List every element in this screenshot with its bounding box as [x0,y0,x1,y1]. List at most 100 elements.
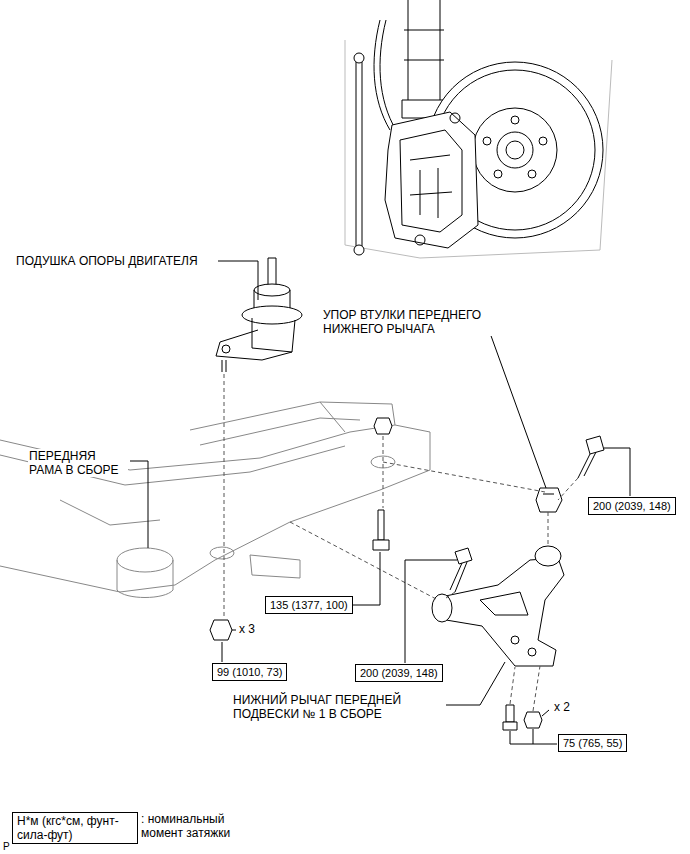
assembly-lines [446,592,455,598]
brake-assembly [345,40,612,258]
brake-assembly [450,113,460,123]
leader-lines [542,710,549,716]
brake-assembly [345,0,612,258]
fasteners [506,705,514,722]
part-name: УПОР ВТУЛКИ ПЕРЕДНЕГО НИЖНЕГО РЫЧАГА [322,308,509,336]
brake-assembly [415,235,425,245]
front-frame [0,446,345,485]
quantity: x 3 [238,622,256,636]
engine-mount [254,284,290,296]
lower-arm [436,558,564,666]
torque-value: 99 (1010, 73) [217,665,282,679]
fasteners [210,418,604,730]
engine-mount [242,306,302,324]
front-frame [60,500,160,525]
brake-assembly [528,170,536,178]
engine-mount [268,258,276,286]
part-name: ПОДУШКА ОПОРЫ ДВИГАТЕЛЯ [15,254,199,268]
fasteners [455,548,472,564]
fasteners [378,510,384,540]
brake-assembly [539,137,547,145]
quantity: x 2 [553,700,571,714]
figure-code: P [2,840,11,854]
torque-value: 75 (765, 55) [563,736,622,750]
lower-arm [535,546,561,566]
front-frame [0,425,430,592]
leader-lines [462,333,546,488]
brake-assembly [473,108,557,192]
assembly-lines [383,462,545,492]
brake-assembly [483,137,491,145]
brake-assembly [511,116,519,124]
part-name: НИЖНИЙ РЫЧАГ ПЕРЕДНЕЙ ПОДВЕСКИ № 1 В СБО… [232,693,419,721]
engine-mount [222,360,226,372]
fasteners [373,540,389,550]
leader-lines [222,642,223,662]
fasteners [210,620,232,640]
brake-assembly [354,245,364,255]
assembly-lines [558,478,578,500]
front-frame [117,560,173,590]
assembly-lines [224,374,225,618]
leader-lines [218,261,258,300]
leader-lines [405,560,457,663]
fasteners [374,418,392,434]
lower-arm [528,648,536,656]
fasteners [503,722,517,730]
brake-assembly [497,132,533,168]
torque-box: 200 (2039, 148) [588,497,676,515]
assembly-lines [224,374,578,711]
part-name: ПЕРЕДНЯЯ РАМА В СБОРЕ [28,449,128,477]
legend-box: Н*м (кгс*см, фунт-сила-фут) [12,812,138,844]
brake-assembly [400,130,462,232]
brake-assembly [354,53,364,63]
torque-value: Н*м (кгс*см, фунт-сила-фут) [17,814,133,842]
torque-value: 200 (2039, 148) [360,666,438,680]
torque-box: 99 (1010, 73) [212,663,287,681]
lower-arm [511,636,519,644]
torque-value: 135 (1377, 100) [270,598,348,612]
front-frame [190,402,392,445]
brake-assembly [404,0,444,100]
assembly-lines [533,666,540,711]
assembly-lines [383,436,384,508]
assembly-lines [290,522,438,600]
lower-arm [480,592,528,615]
engine-mount [222,345,230,353]
legend-text: : номинальный момент затяжки [140,812,246,840]
brake-assembly [374,20,396,130]
engine-mount [216,330,292,360]
assembly-lines [510,667,515,704]
torque-value: 200 (2039, 148) [593,499,671,513]
lower-arm [432,546,564,666]
brake-assembly [356,60,362,250]
fasteners [450,562,467,592]
leader-lines [446,662,505,705]
front-frame [250,555,300,578]
brake-assembly [494,170,502,178]
fasteners [543,494,554,495]
engine-mount [252,318,295,352]
torque-box: 200 (2039, 148) [355,664,443,682]
leader-lines [232,630,236,631]
brake-assembly [410,155,452,218]
brake-assembly [385,112,478,248]
fasteners [586,436,604,454]
torque-box: 75 (765, 55) [558,734,627,752]
torque-box: 135 (1377, 100) [265,596,353,614]
leader-lines [130,261,630,744]
leader-lines [352,552,380,605]
leader-lines [604,448,630,496]
front-frame [210,547,234,559]
front-frame [117,548,173,572]
assembly-lines [548,512,549,545]
leader-lines [510,729,557,744]
brake-assembly [506,141,524,159]
front-frame [117,590,173,598]
fasteners [524,712,542,728]
front-frame [0,402,430,598]
engine-mount [216,258,302,372]
leader-lines [130,461,148,548]
fasteners [578,452,596,478]
